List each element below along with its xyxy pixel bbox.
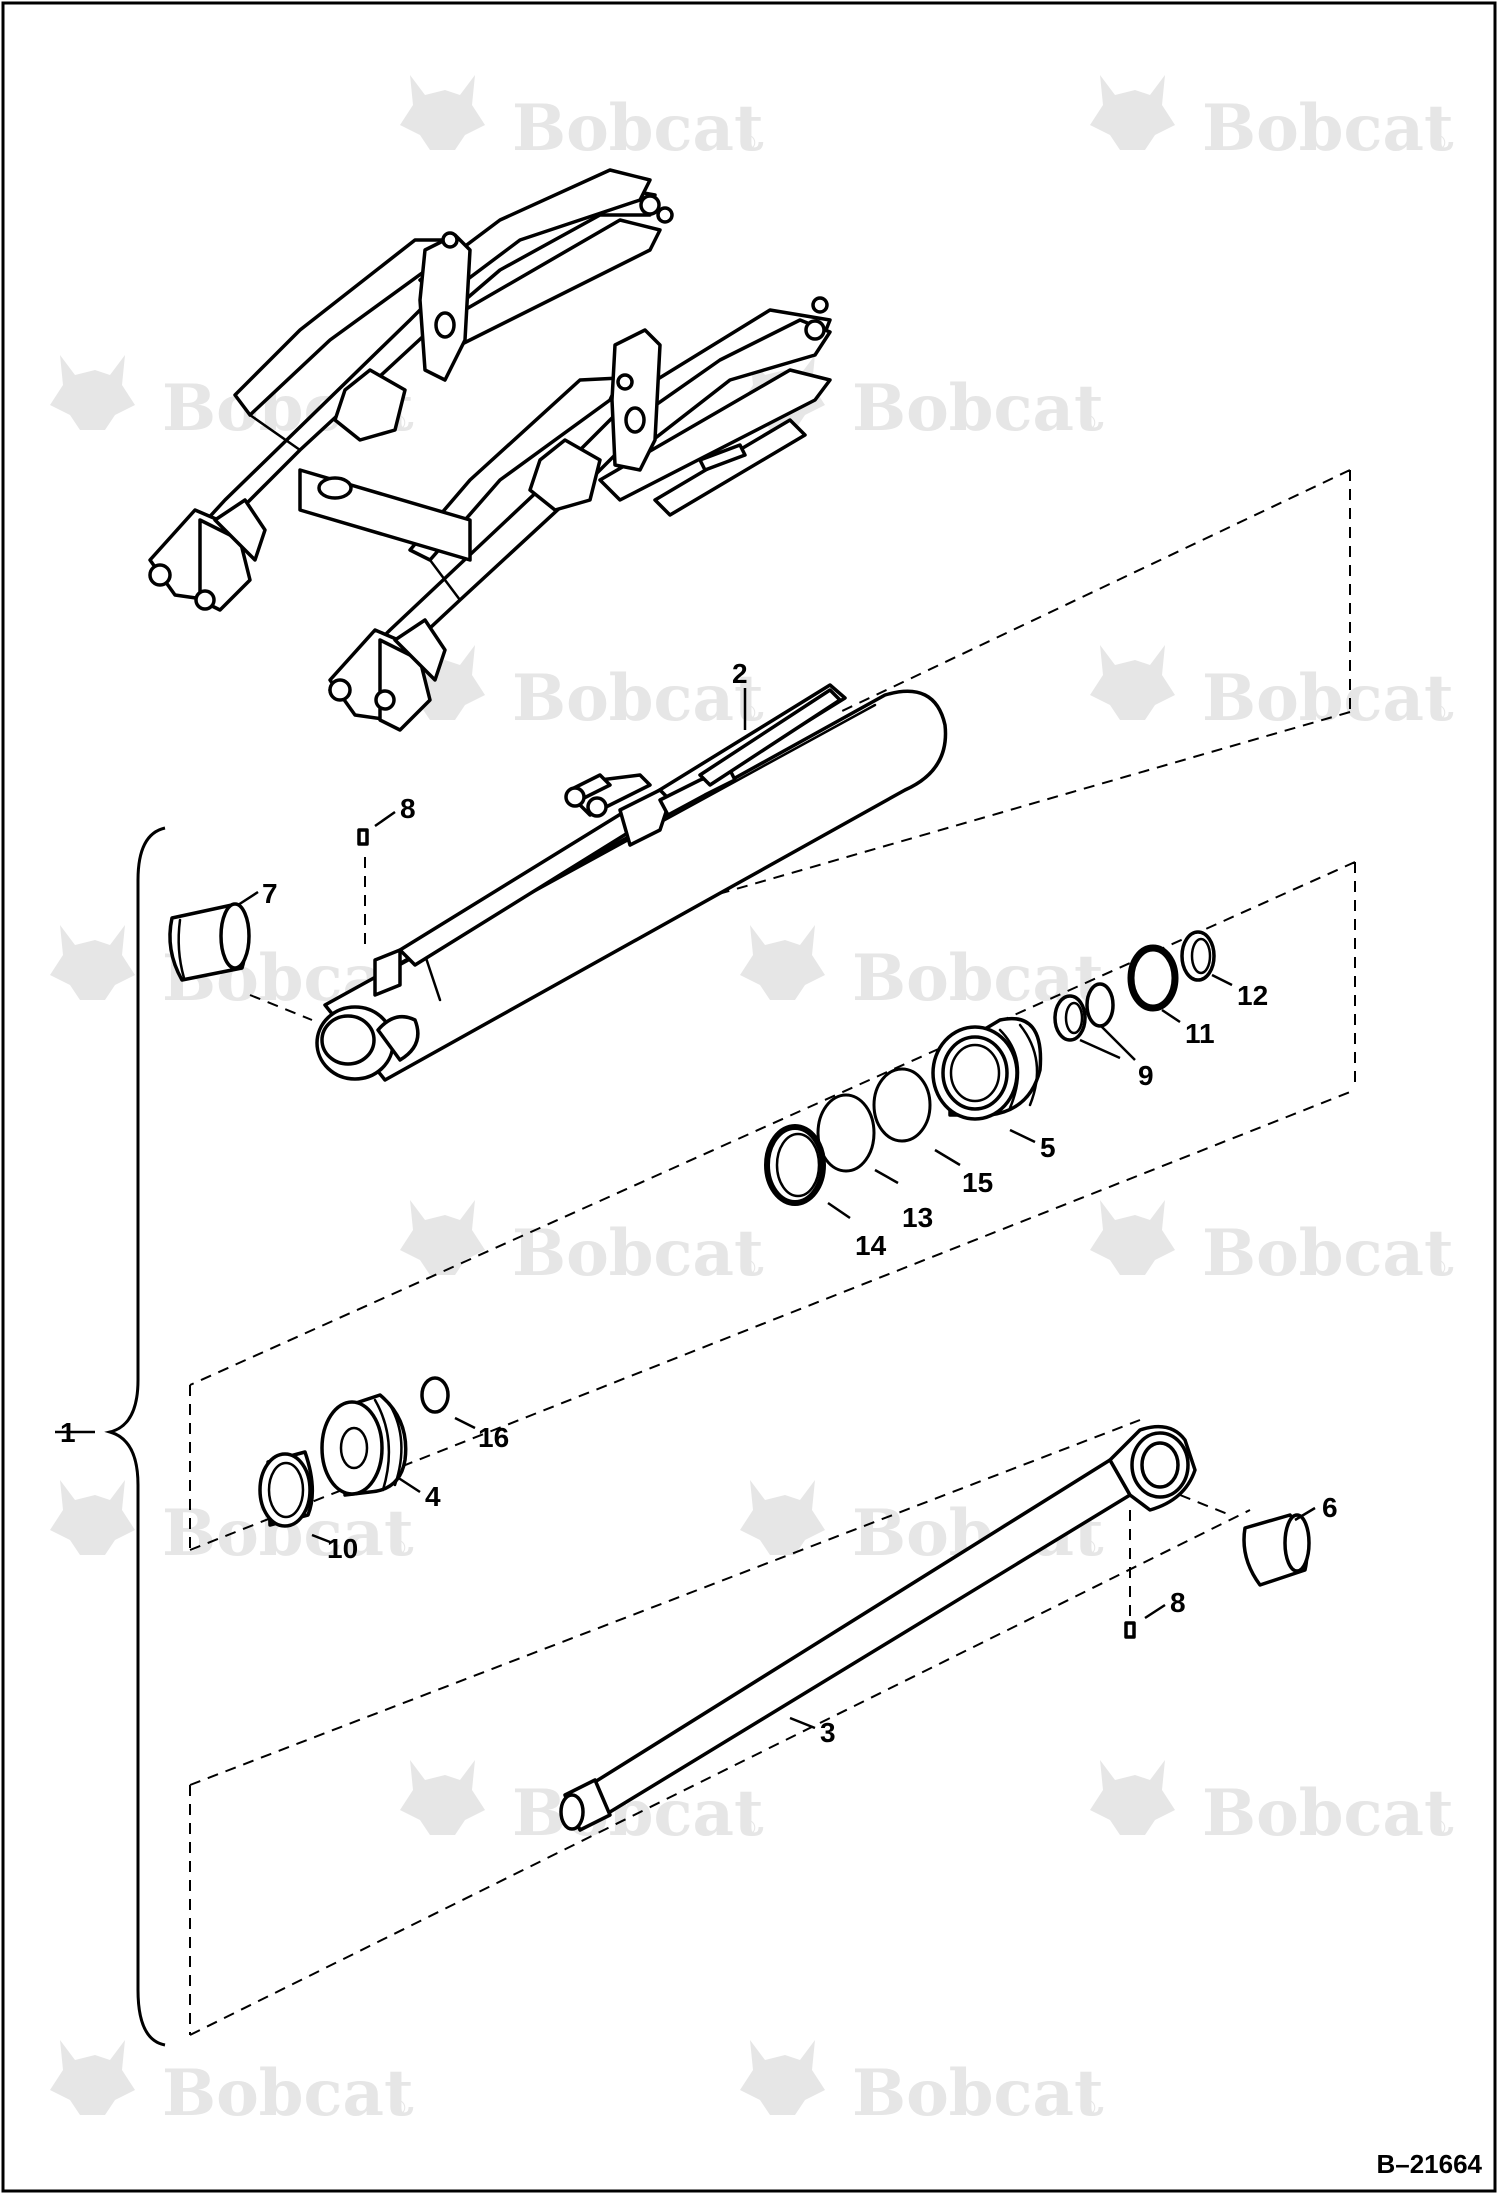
callout-14: 14 <box>855 1230 887 1261</box>
watermark-text: Bobcat <box>512 91 764 166</box>
wear-ring-10 <box>258 1450 315 1528</box>
cylinder-head-5 <box>931 1016 1043 1121</box>
watermark-registered-mark: ® <box>1428 131 1448 155</box>
bobcat-head-icon <box>740 2040 825 2115</box>
oring-16 <box>420 1376 450 1414</box>
watermark-text: Bobcat <box>512 1216 764 1291</box>
grease-fitting-bottom <box>1124 1621 1136 1639</box>
watermark-registered-mark: ® <box>1078 1536 1098 1560</box>
callout-10: 10 <box>327 1533 358 1564</box>
callout-labels: 1 2 3 4 5 6 7 8 8 9 10 11 12 13 14 15 16 <box>60 658 1338 1748</box>
ring-11 <box>1127 944 1179 1012</box>
watermark-registered-mark: ® <box>1078 2096 1098 2120</box>
watermark-registered-mark: ® <box>1078 411 1098 435</box>
watermark-text: Bobcat <box>162 2056 414 2131</box>
watermark-registered-mark: ® <box>1428 701 1448 725</box>
bobcat-head-icon <box>1090 645 1175 720</box>
callout-2: 2 <box>732 658 748 689</box>
bobcat-watermark: Bobcat® <box>1090 645 1454 736</box>
callout-8a: 8 <box>400 793 416 824</box>
grease-fitting-top <box>357 828 369 846</box>
bobcat-watermark: Bobcat® <box>1090 1760 1454 1851</box>
bobcat-head-icon <box>740 925 825 1000</box>
watermark-registered-mark: ® <box>738 1816 758 1840</box>
callout-12: 12 <box>1237 980 1268 1011</box>
callout-1: 1 <box>60 1417 76 1448</box>
watermark-registered-mark: ® <box>1428 1256 1448 1280</box>
bobcat-watermark: Bobcat® <box>1090 1200 1454 1291</box>
watermark-text: Bobcat <box>512 661 764 736</box>
watermark-registered-mark: ® <box>738 1256 758 1280</box>
bobcat-head-icon <box>50 355 135 430</box>
bobcat-watermark: Bobcat® <box>1090 75 1454 166</box>
bobcat-watermark: Bobcat® <box>740 2040 1104 2131</box>
bobcat-head-icon <box>400 1200 485 1275</box>
ring-14 <box>764 1124 826 1206</box>
callout-11: 11 <box>1185 1018 1215 1049</box>
watermark-registered-mark: ® <box>388 1536 408 1560</box>
bobcat-watermark: Bobcat® <box>740 925 1104 1016</box>
callout-13: 13 <box>902 1202 933 1233</box>
bobcat-head-icon <box>1090 75 1175 150</box>
callout-8b: 8 <box>1170 1587 1186 1618</box>
callout-leaders <box>55 688 1316 1730</box>
bobcat-watermark: Bobcat® <box>50 1480 414 1571</box>
watermark-registered-mark: ® <box>1428 1816 1448 1840</box>
bobcat-watermark: Bobcat® <box>400 645 764 736</box>
watermark-text: Bobcat <box>852 2056 1104 2131</box>
bobcat-watermark: Bobcat® <box>400 75 764 166</box>
bushing-6 <box>1242 1513 1311 1587</box>
assembly-brace <box>104 826 166 2047</box>
watermark-registered-mark: ® <box>738 701 758 725</box>
callout-4: 4 <box>425 1481 441 1512</box>
bobcat-head-icon <box>400 1760 485 1835</box>
bobcat-head-icon <box>50 2040 135 2115</box>
watermark-text: Bobcat <box>1202 661 1454 736</box>
bobcat-watermark: Bobcat® <box>50 2040 414 2131</box>
watermark-text: Bobcat <box>1202 91 1454 166</box>
piston-rod-3 <box>559 1424 1197 1832</box>
wiper-9b <box>1053 994 1087 1042</box>
lift-arm-assembly <box>148 168 832 732</box>
piston-4 <box>320 1393 408 1497</box>
ring-13 <box>816 1093 876 1173</box>
watermark-registered-mark: ® <box>738 131 758 155</box>
bobcat-head-icon <box>50 1480 135 1555</box>
cylinder-barrel <box>315 683 948 1082</box>
callout-16: 16 <box>478 1422 509 1453</box>
callout-15: 15 <box>962 1167 993 1198</box>
bobcat-head-icon <box>740 1480 825 1555</box>
document-number: B–21664 <box>1376 2149 1482 2179</box>
callout-3: 3 <box>820 1717 836 1748</box>
bobcat-watermark: Bobcat® <box>400 1200 764 1291</box>
wiper-9a <box>1085 982 1115 1028</box>
bobcat-head-icon <box>1090 1760 1175 1835</box>
bobcat-watermark: Bobcat® <box>400 1760 764 1851</box>
callout-9: 9 <box>1138 1060 1154 1091</box>
ring-15 <box>872 1067 932 1143</box>
watermark-text: Bobcat <box>1202 1776 1454 1851</box>
bushing-7 <box>168 902 251 982</box>
watermark-text: Bobcat <box>1202 1216 1454 1291</box>
watermark-text: Bobcat <box>852 371 1104 446</box>
callout-6: 6 <box>1322 1492 1338 1523</box>
bobcat-head-icon <box>400 75 485 150</box>
callout-5: 5 <box>1040 1132 1056 1163</box>
callout-7: 7 <box>262 878 278 909</box>
bobcat-head-icon <box>50 925 135 1000</box>
bobcat-head-icon <box>1090 1200 1175 1275</box>
dashed-boundary-middle <box>189 861 1356 1551</box>
dashed-boundary-lower <box>189 1419 1251 2036</box>
watermark-registered-mark: ® <box>388 2096 408 2120</box>
